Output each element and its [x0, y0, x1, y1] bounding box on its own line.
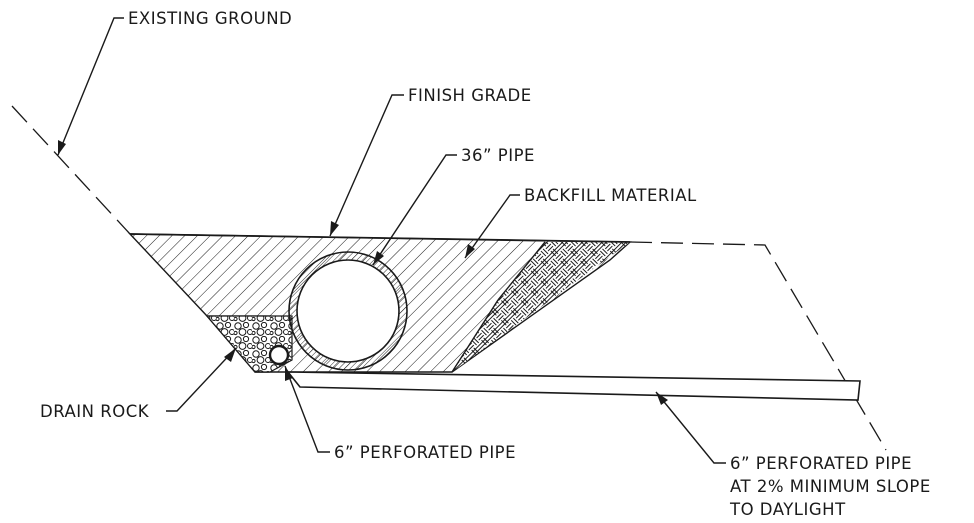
- label-backfill-material: BACKFILL MATERIAL: [524, 186, 697, 205]
- daylight-pipe-leader: [655, 391, 726, 464]
- perforated-pipe-leader: [284, 365, 330, 453]
- backfill-material-region: [452, 242, 630, 372]
- perforated-pipe-6: [268, 344, 290, 366]
- label-existing-ground: EXISTING GROUND: [128, 9, 292, 28]
- label-perforated-pipe-6: 6” PERFORATED PIPE: [334, 443, 516, 462]
- drain-rock-leader: [166, 347, 237, 412]
- finish-grade-line: [129, 233, 631, 243]
- perforated-pipe-arrowhead: [285, 366, 293, 381]
- label-drain-rock: DRAIN ROCK: [40, 402, 150, 421]
- label-daylight-line3: TO DAYLIGHT: [729, 500, 846, 519]
- pipe-36-leader: [372, 154, 457, 266]
- daylight-pipe-arrowhead: [656, 392, 668, 405]
- existing-ground-leader: [57, 17, 124, 156]
- existing-ground-line-left: [11, 105, 131, 235]
- label-36-pipe: 36” PIPE: [461, 146, 535, 165]
- backfill-material-leader: [464, 194, 520, 259]
- label-finish-grade: FINISH GRADE: [408, 86, 532, 105]
- backfill-material-edge: [497, 241, 546, 301]
- daylight-pipe: [286, 371, 861, 401]
- pipe-36-arrowhead: [373, 251, 384, 265]
- finish-grade-leader: [329, 94, 404, 237]
- drain-rock-arrowhead: [224, 348, 236, 362]
- finish-grade-arrowhead: [330, 221, 339, 236]
- backfill-material-edge-lower: [451, 299, 499, 373]
- existing-ground-line-right: [629, 241, 887, 451]
- label-daylight-line2: AT 2% MINIMUM SLOPE: [730, 477, 931, 496]
- pipe-36-bore: [296, 259, 400, 363]
- existing-ground-arrowhead: [58, 140, 66, 155]
- label-daylight-line1: 6” PERFORATED PIPE: [730, 454, 912, 473]
- backfill-material-arrowhead: [465, 244, 475, 258]
